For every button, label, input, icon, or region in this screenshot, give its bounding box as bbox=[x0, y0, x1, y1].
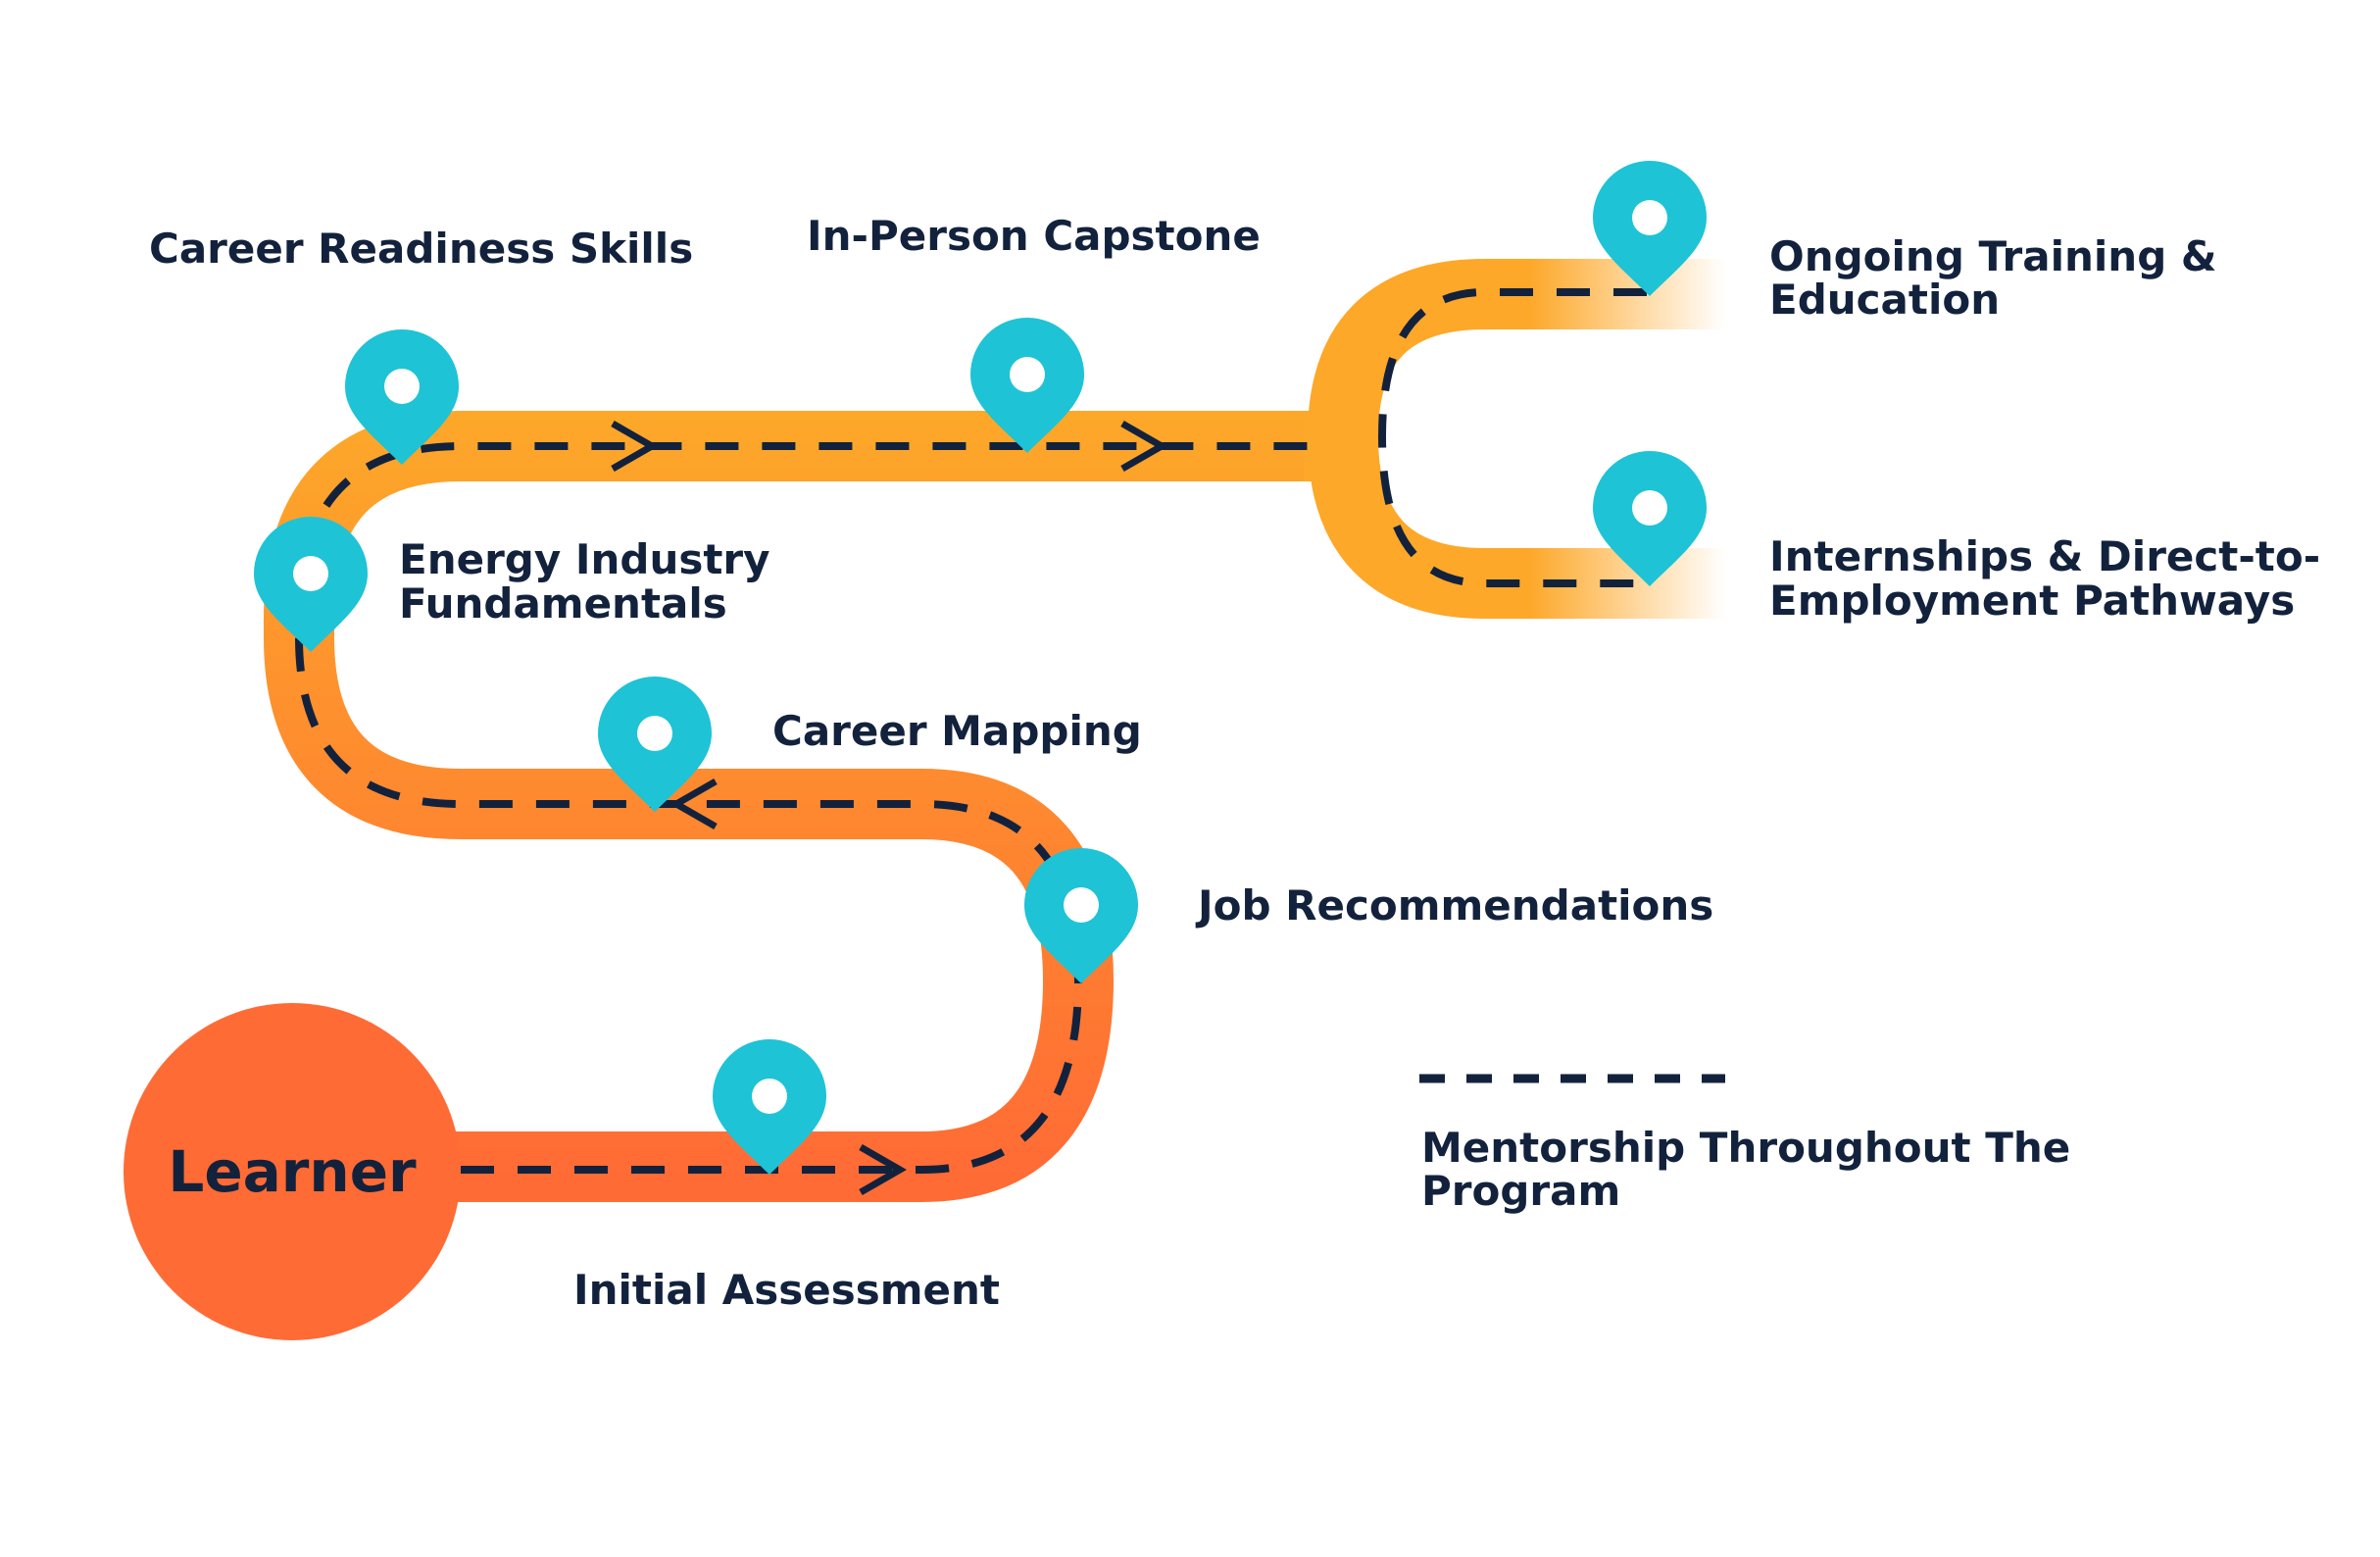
stop-label-career-readiness: Career Readiness Skills bbox=[149, 225, 693, 273]
stop-label-ongoing-1: Ongoing Training & bbox=[1769, 232, 2217, 280]
legend-label-line1: Mentorship Throughout The bbox=[1421, 1124, 2070, 1172]
stop-label-internships-2: Employment Pathways bbox=[1769, 577, 2295, 625]
location-pin-icon bbox=[1024, 848, 1138, 983]
location-pin-icon bbox=[713, 1039, 826, 1175]
legend-label-line2: Program bbox=[1421, 1167, 1620, 1215]
stop-label-ongoing-2: Education bbox=[1769, 276, 2000, 324]
stop-label-career-mapping: Career Mapping bbox=[772, 707, 1142, 755]
stop-label-job-recommendations: Job Recommendations bbox=[1195, 881, 1713, 929]
arrow-icon bbox=[669, 778, 718, 830]
stop-label-energy-industry-2: Fundamentals bbox=[399, 579, 727, 628]
stop-label-energy-industry-1: Energy Industry bbox=[399, 535, 770, 583]
arrow-icon bbox=[1120, 420, 1169, 473]
location-pin-icon bbox=[345, 329, 459, 465]
stop-label-capstone: In-Person Capstone bbox=[807, 212, 1261, 260]
location-pin-icon bbox=[598, 677, 712, 812]
location-pin-icon bbox=[1593, 451, 1707, 586]
stop-label-internships-1: Internships & Direct-to- bbox=[1769, 532, 2320, 580]
location-pin-icon bbox=[254, 517, 368, 652]
arrow-icon bbox=[859, 1143, 908, 1196]
road-junction bbox=[1304, 411, 1348, 481]
location-pin-icon bbox=[970, 318, 1084, 453]
mentorship-dash-path bbox=[295, 442, 1309, 1174]
location-pin-icon bbox=[1593, 161, 1707, 296]
stop-label-initial-assessment: Initial Assessment bbox=[573, 1266, 1000, 1314]
learner-label: Learner bbox=[168, 1138, 417, 1205]
arrow-icon bbox=[611, 420, 660, 473]
mentorship-dash-fork bbox=[1377, 288, 1647, 587]
learner-circle bbox=[124, 1003, 461, 1340]
